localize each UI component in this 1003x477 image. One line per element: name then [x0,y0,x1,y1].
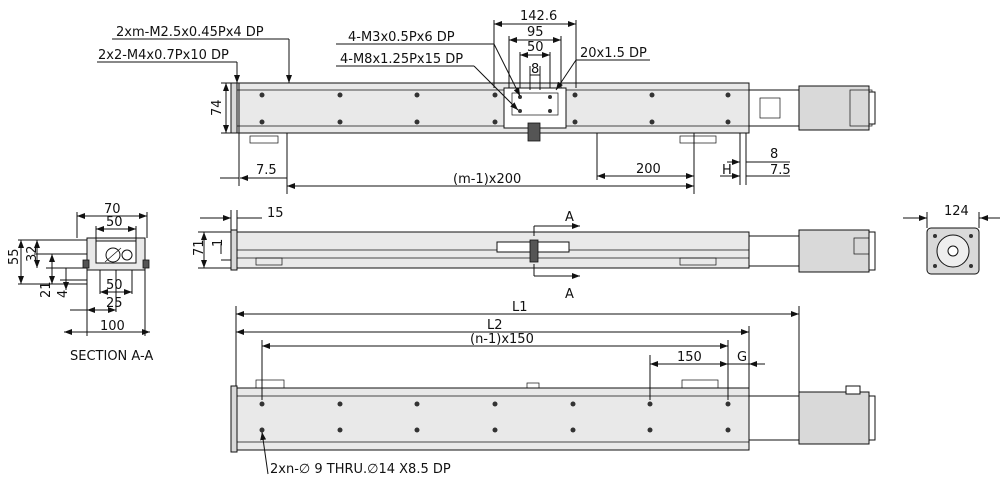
section-mark-a-bottom: A [565,287,574,302]
label-tap-m3: 4-M3x0.5Px6 DP [348,30,455,45]
front-carriage-key [529,239,539,263]
bottom-coupling-housing [748,395,800,441]
section-title: SECTION A-A [70,349,153,364]
dim-n-pitch: (n-1)x150 [470,332,534,347]
top-coupling-housing [748,89,800,127]
dim-200: 200 [636,162,661,177]
top-rail-body [235,82,750,134]
label-tap-m8: 4-M8x1.25Px15 DP [340,52,463,67]
dim-50-sec-top: 50 [106,215,123,230]
front-view: 15 71 1 A A [192,206,876,302]
dim-21: 21 [39,281,54,298]
label-tap-m4: 2x2-M4x0.7Px10 DP [98,48,229,63]
top-motor [798,85,870,131]
dim-25: 25 [106,296,123,311]
dim-1: 1 [211,239,226,247]
dim-124: 124 [944,204,969,219]
bottom-motor [798,391,870,445]
dim-100: 100 [100,319,125,334]
top-carriage-key [527,122,541,142]
dim-7-5-right: 7.5 [770,163,791,178]
top-mounting-holes [259,92,731,125]
dim-32: 32 [25,245,40,262]
bottom-thru-holes [259,401,731,433]
end-view: 124 [903,204,1000,275]
dim-142-6: 142.6 [520,9,557,24]
dim-70: 70 [104,202,121,217]
dim-l2: L2 [487,318,503,333]
dim-8-top: 8 [531,62,539,77]
top-carriage [503,87,567,129]
label-tap-m25: 2xm-M2.5x0.45Px4 DP [116,25,264,40]
section-mark-a-top: A [565,210,574,225]
dim-8-right: 8 [770,147,778,162]
dim-150: 150 [677,350,702,365]
dim-m-pitch: (m-1)x200 [453,172,521,187]
dim-50-top: 50 [527,40,544,55]
dim-74: 74 [210,99,225,116]
dim-50-sec-bottom: 50 [106,278,123,293]
bottom-view: L1 L2 (n-1)x150 150 G 2xn-∅ 9 THRU.∅14 X… [230,300,876,477]
front-left-endcap [230,229,238,271]
bottom-rail-body [235,387,750,451]
front-motor [798,229,870,273]
top-left-endcap [230,82,238,134]
front-coupling-housing [748,235,800,267]
dim-g: G [737,350,747,365]
dim-h: H [722,163,732,178]
dim-55: 55 [7,248,22,265]
top-view: 2xm-M2.5x0.45Px4 DP 2x2-M4x0.7Px10 DP 4-… [97,9,876,194]
label-thru-hole: 2xn-∅ 9 THRU.∅14 X8.5 DP [270,462,451,477]
label-recess: 20x1.5 DP [580,46,647,61]
dim-15: 15 [267,206,284,221]
section-view: 70 50 55 32 21 4 50 25 100 SECTION A-A [7,202,153,364]
dim-95: 95 [527,25,544,40]
bottom-left-endcap [230,385,238,453]
dim-4: 4 [56,290,71,298]
dim-7-5-left: 7.5 [256,163,277,178]
dim-l1: L1 [512,300,528,315]
dim-71: 71 [192,239,207,256]
